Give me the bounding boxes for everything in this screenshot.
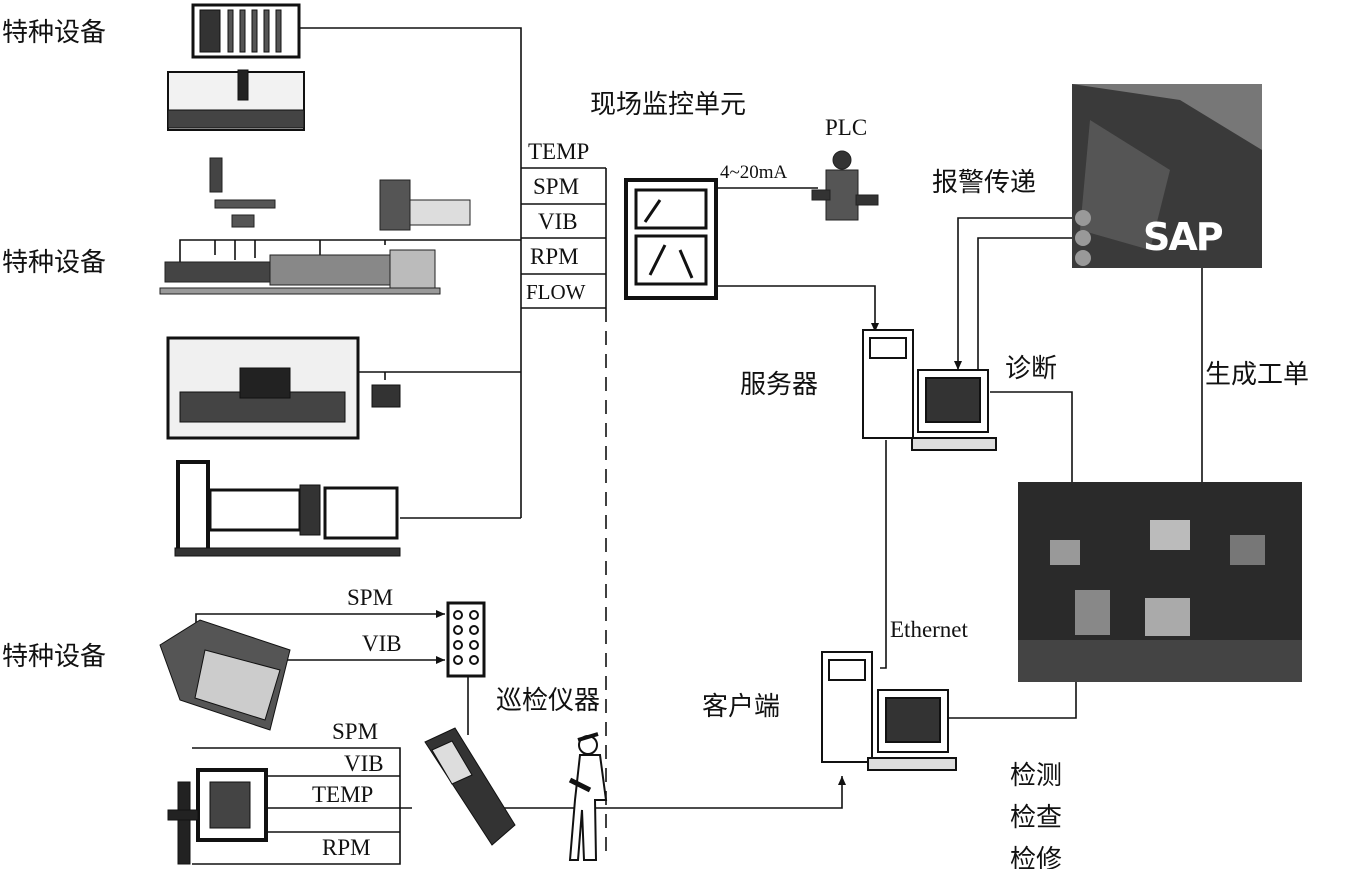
wire-equipment-1	[300, 27, 522, 518]
plc-operator-icon	[811, 150, 879, 221]
sap-system-photo	[1072, 84, 1262, 268]
wire-equipment-2	[179, 239, 521, 270]
equipment-photo-6	[167, 768, 268, 865]
wire-diagnosis	[990, 391, 1073, 485]
label-plc: PLC	[825, 115, 868, 140]
wire-alarm-1	[954, 217, 1072, 370]
wire-equipment-2b	[214, 240, 386, 262]
handheld-lower-spm: SPM	[332, 719, 379, 744]
label-repair: 检修	[1010, 845, 1063, 869]
handheld-upper-spm: SPM	[347, 585, 394, 610]
channel-vib: VIB	[538, 209, 578, 234]
channel-flow: FLOW	[526, 280, 586, 304]
label-detect: 检测	[1010, 761, 1063, 791]
wire-inspector-client	[500, 776, 846, 809]
handheld-lower-vib: VIB	[344, 751, 384, 776]
label-special-equipment-2: 特种设备	[2, 248, 107, 278]
label-client: 客户端	[702, 692, 781, 722]
control-room-photo	[1018, 482, 1302, 682]
wire-room-client	[945, 680, 1077, 719]
equipment-photo-1	[167, 3, 305, 131]
handheld-upper-vib: VIB	[362, 631, 402, 656]
wire-lower-box	[192, 747, 401, 865]
label-check: 检查	[1010, 803, 1063, 833]
channel-rpm: RPM	[530, 244, 579, 269]
equipment-photo-5	[159, 619, 291, 731]
label-server: 服务器	[740, 370, 819, 400]
wire-ethernet	[880, 440, 887, 669]
handheld-collector-box	[446, 601, 486, 678]
wire-monitor-server	[712, 285, 879, 332]
label-alarm-transfer: 报警传递	[932, 168, 1037, 198]
server-computer-icon	[862, 329, 997, 451]
label-special-equipment-3: 特种设备	[2, 642, 107, 672]
inspector-person-icon	[568, 732, 608, 861]
label-generate-work-order: 生成工单	[1205, 360, 1310, 390]
channel-spm: SPM	[533, 174, 580, 199]
control-cabinet-icon	[624, 178, 718, 300]
handheld-instrument-icon	[424, 727, 516, 846]
sap-logo-text: SAP	[1143, 215, 1224, 259]
channel-temp: TEMP	[528, 139, 590, 164]
label-diagnosis: 诊断	[1005, 354, 1058, 384]
label-ethernet: Ethernet	[890, 617, 968, 642]
label-inspection-instrument: 巡检仪器	[496, 686, 601, 716]
label-current-signal: 4~20mA	[720, 162, 788, 183]
label-field-monitoring-unit: 现场监控单元	[590, 90, 747, 120]
handheld-lower-temp: TEMP	[312, 782, 374, 807]
wire-alarm-2	[977, 237, 1072, 370]
equipment-photo-4	[174, 460, 401, 557]
channel-bus-box	[521, 167, 607, 309]
label-special-equipment-1: 特种设备	[2, 18, 107, 48]
handheld-lower-rpm: RPM	[322, 835, 371, 860]
equipment-photo-2	[159, 157, 471, 295]
client-computer-icon	[821, 651, 957, 771]
equipment-photo-3	[166, 336, 401, 440]
